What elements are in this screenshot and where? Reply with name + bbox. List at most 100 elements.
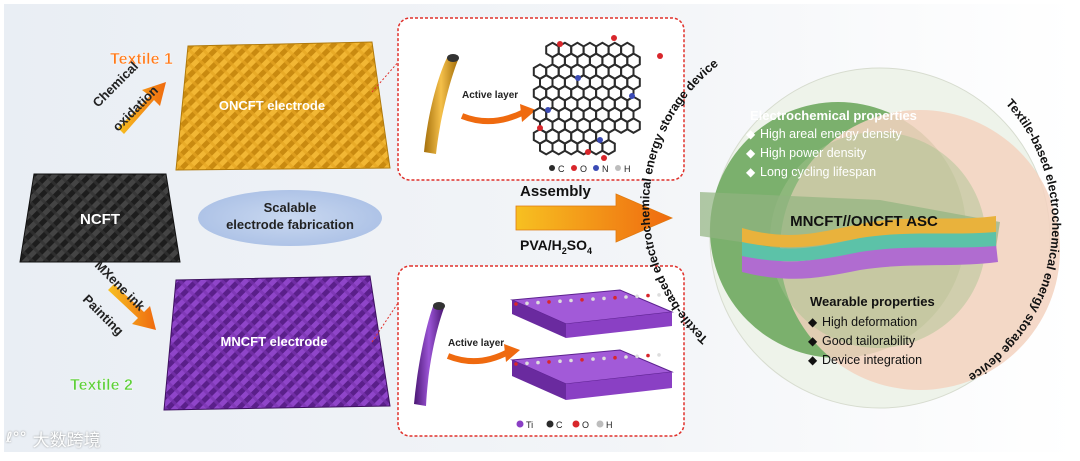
active-layer-label-top: Active layer — [462, 90, 518, 101]
lattice-atom — [601, 155, 607, 161]
mxene-atom — [536, 360, 540, 365]
electrochemical-title: Electrochemical properties — [750, 108, 917, 123]
lattice-atom — [545, 107, 551, 113]
lattice-atom — [597, 137, 603, 143]
mxene-atom — [558, 359, 562, 364]
wear-item-2: Good tailorability — [822, 334, 916, 348]
mxene-atom — [646, 293, 650, 298]
lattice-atom — [629, 93, 635, 99]
top-inset: Active layer C O N H — [397, 17, 685, 181]
mxene-atom — [558, 299, 562, 304]
mxene-atom — [591, 357, 595, 361]
mxene-atom — [613, 295, 617, 300]
electrolyte-label: PVA/H2SO4 — [520, 237, 592, 256]
wearable-title: Wearable properties — [810, 294, 935, 309]
ncft-label: NCFT — [80, 211, 120, 228]
bottom-connector — [371, 299, 401, 343]
fiber-core-bottom — [433, 302, 445, 310]
lattice-atom — [537, 125, 543, 131]
legend-h2-dot — [596, 420, 604, 428]
mxene-atom — [646, 353, 650, 358]
mxene-atom — [525, 361, 529, 366]
wearable-list: ◆ High deformation ◆ Good tailorability … — [808, 315, 922, 367]
device-label: MNCFT//ONCFT ASC — [790, 213, 938, 230]
lattice-atom — [585, 149, 591, 155]
active-layer-arrow-top — [460, 109, 526, 125]
legend-n-dot — [593, 165, 599, 171]
mxene-atom — [613, 355, 617, 360]
electro-item-2: High power density — [760, 146, 867, 160]
lattice-atom — [611, 35, 617, 41]
wear-bullet: ◆ — [808, 315, 818, 329]
scalable-line1: Scalable — [264, 200, 317, 215]
mxene-atom — [569, 358, 573, 363]
textile1-label: Textile 1 — [110, 51, 173, 68]
electro-item-1: High areal energy density — [760, 127, 902, 141]
watermark-text: 大数跨境 — [32, 430, 101, 451]
mxene-atom — [525, 301, 529, 306]
oncft-fiber — [424, 56, 458, 154]
wear-bullet: ◆ — [808, 334, 818, 348]
wear-item-1: High deformation — [822, 315, 917, 329]
active-layer-label-bottom: Active layer — [448, 338, 504, 349]
mxene-atom — [624, 355, 628, 359]
scalable-line2: electrode fabrication — [226, 217, 354, 232]
mncft-fabric — [163, 275, 391, 411]
mxene-atom — [569, 298, 573, 303]
mxene-atom — [580, 298, 584, 302]
lattice-atom — [657, 53, 663, 59]
oncft-fabric — [175, 41, 391, 171]
mxene-atom — [635, 294, 639, 299]
device-circle-group — [700, 67, 1060, 409]
mncft-fiber — [414, 304, 444, 406]
mxene-layer-lower — [510, 349, 674, 400]
watermark: ℓ°° 大数跨境 — [6, 424, 156, 452]
mxene-surface-atoms — [514, 293, 661, 366]
fiber-core-top — [447, 54, 459, 62]
legend-c2-label: C — [556, 420, 563, 430]
lattice-hexagon — [626, 117, 641, 134]
mxene-atom — [602, 296, 606, 301]
legend-n-label: N — [602, 164, 609, 174]
legend-c2-dot — [546, 420, 554, 428]
graphene-lattice — [532, 35, 663, 161]
textile2-label: Textile 2 — [70, 377, 133, 394]
wear-bullet: ◆ — [808, 353, 818, 367]
legend-o-label: O — [580, 164, 587, 174]
active-layer-arrowhead-top — [520, 104, 536, 122]
electro-bullet: ◆ — [746, 165, 756, 179]
assembly-arrow — [515, 193, 674, 243]
active-layer-arrow-bottom — [446, 349, 510, 365]
legend-h-dot — [615, 165, 621, 171]
wear-item-3: Device integration — [822, 353, 922, 367]
mxene-atom — [547, 300, 551, 304]
assembly-label: Assembly — [520, 183, 592, 200]
mxene-painting-arrow — [108, 284, 156, 330]
legend-o2-dot — [572, 420, 580, 428]
mxene-atom — [624, 295, 628, 299]
electro-item-3: Long cycling lifespan — [760, 165, 876, 179]
mxene-atom — [657, 353, 661, 357]
device-mncft-layer — [742, 244, 998, 279]
electro-bullet: ◆ — [746, 127, 756, 141]
legend-ti-label: Ti — [526, 420, 533, 430]
legend-ti-dot — [516, 420, 524, 428]
mxene-atom — [591, 297, 595, 301]
lattice-hexagon — [601, 138, 616, 156]
top-legend: C O N H — [549, 164, 631, 174]
mxene-atom — [602, 356, 606, 361]
device-oncft-layer — [742, 216, 996, 248]
legend-c-label: C — [558, 164, 565, 174]
chemical-oxidation-arrow — [118, 82, 166, 134]
mxene-atom — [657, 293, 661, 297]
mxene-atom — [514, 362, 518, 366]
mxene-atom — [536, 300, 540, 305]
electrochemical-list: ◆ High areal energy density ◆ High power… — [746, 127, 902, 179]
oncft-electrode-label: ONCFT electrode — [219, 98, 325, 113]
lattice-atom — [575, 75, 581, 81]
lattice-atom — [557, 41, 563, 47]
mxene-atom — [547, 360, 551, 364]
bottom-legend: Ti C O H — [516, 420, 613, 430]
